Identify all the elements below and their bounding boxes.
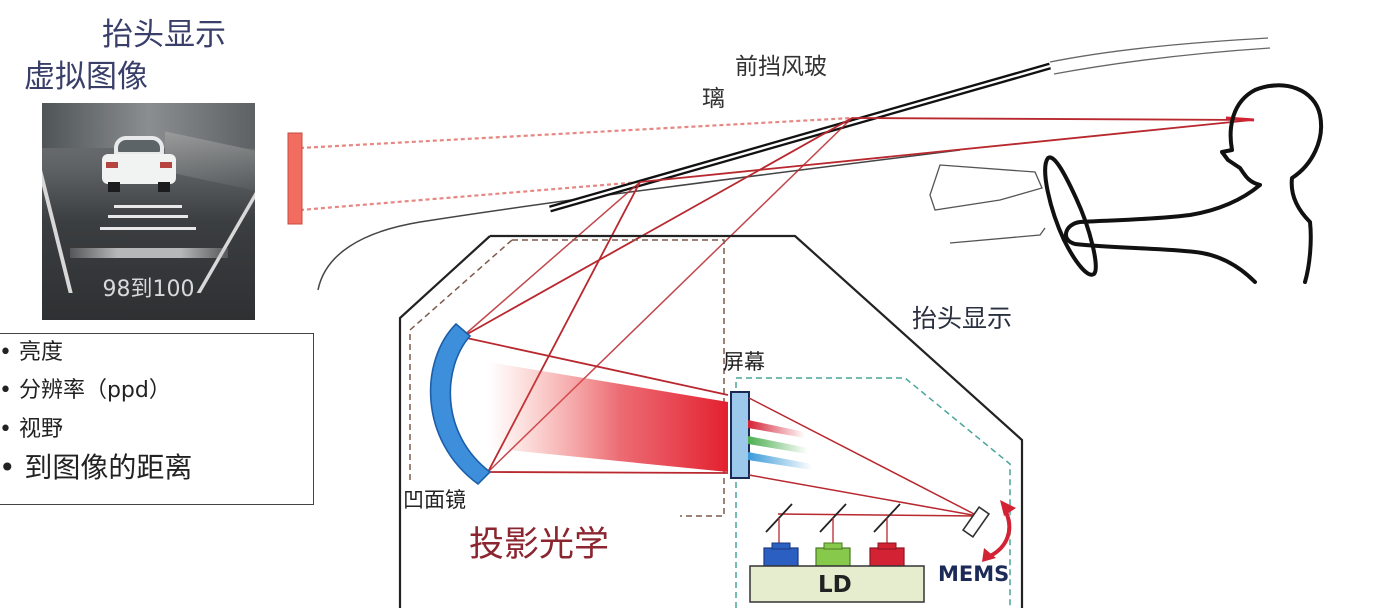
windshield-label: 前挡风玻 <box>735 54 827 80</box>
hud-housing <box>398 234 1024 608</box>
laser-combined-beam <box>777 513 979 517</box>
roof-line-1 <box>1049 37 1269 63</box>
hud-unit-label: 抬头显示 <box>912 304 1013 333</box>
virtual-image-photo: 98到100 <box>42 103 255 320</box>
roof-line-2 <box>1053 47 1271 75</box>
screen-element <box>730 391 750 479</box>
dashboard-inner <box>929 164 1043 211</box>
virtual-image-bar <box>287 132 303 225</box>
beam-windshield-to-eye-2 <box>639 119 1253 183</box>
steering-wheel <box>1043 155 1098 277</box>
mems-beam-1 <box>748 397 979 517</box>
projection-dashed-box <box>409 239 725 517</box>
screen-label: 屏幕 <box>723 350 765 374</box>
concave-mirror-label: 凹面镜 <box>403 488 466 512</box>
laser-green-diode <box>815 547 851 567</box>
beam-windshield-to-eye-1 <box>851 117 1253 121</box>
dashboard-outline <box>317 149 961 291</box>
laser-red-diode <box>869 547 905 567</box>
spec-list-box: • 亮度 • 分辨率（ppd） • 视野 • 到图像的距离 <box>0 333 314 505</box>
ld-base <box>749 565 925 603</box>
hud-title: 抬头显示 <box>102 17 226 53</box>
laser-blue-diode <box>763 547 799 567</box>
spec-item: • 分辨率（ppd） <box>0 378 171 403</box>
ld-label: LD <box>818 572 852 598</box>
spec-item: • 亮度 <box>0 340 63 365</box>
windshield-label-cont: 璃 <box>702 86 725 112</box>
spec-item: • 视野 <box>0 417 63 442</box>
concave-mirror <box>429 322 492 486</box>
virtual-ray-bottom <box>299 180 641 212</box>
dashboard-lower <box>949 227 1046 244</box>
beam-mirror-to-windshield <box>461 117 853 338</box>
virtual-image-label: 虚拟图像 <box>24 59 148 95</box>
projection-optics-label: 投影光学 <box>469 525 610 565</box>
virtual-ray-top <box>299 116 853 150</box>
mems-beam-2 <box>748 474 979 517</box>
mems-label: MEMS <box>938 562 1010 586</box>
driver-silhouette <box>1064 83 1324 284</box>
mems-mirror <box>961 505 991 539</box>
projection-light-fan <box>488 362 728 472</box>
mems-rotation-arrow <box>989 507 1012 558</box>
car-ahead <box>102 136 176 194</box>
spec-item: • 到图像的距离 <box>0 451 193 484</box>
speed-readout: 98到100 <box>102 277 195 302</box>
